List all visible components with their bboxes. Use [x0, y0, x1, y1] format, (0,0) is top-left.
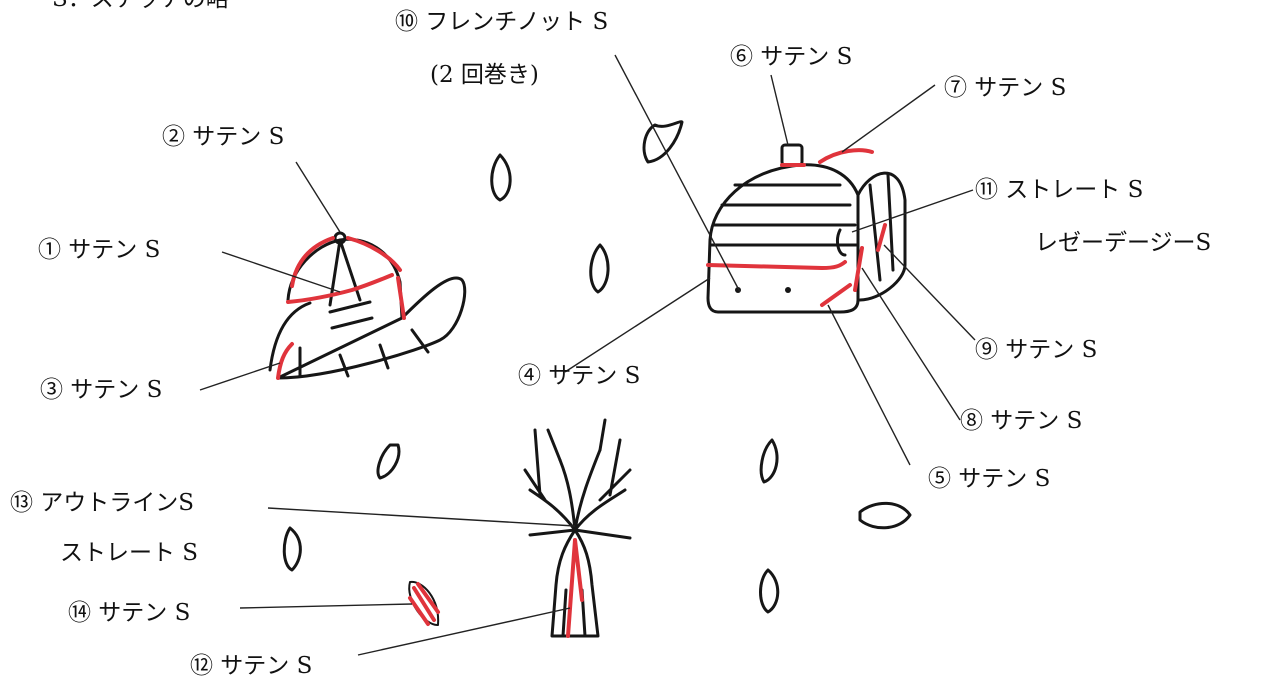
- tree-drawing: [523, 418, 632, 638]
- label-2: ② サテン S: [162, 124, 285, 150]
- school-bag-drawing: [706, 143, 907, 314]
- label-13-line1: ⑬ アウトラインS: [10, 490, 195, 516]
- header-partial-text: S：ステッチの略: [52, 0, 229, 12]
- label-6: ⑥ サテン S: [730, 44, 853, 70]
- leader-lines: [199, 54, 976, 656]
- label-14: ⑭ サテン S: [68, 600, 191, 626]
- label-11-line1: ⑪ ストレート S: [975, 177, 1144, 203]
- leaves: [282, 120, 912, 627]
- label-13-line2: ストレート S: [60, 540, 199, 566]
- label-5: ⑤ サテン S: [928, 466, 1051, 492]
- label-7: ⑦ サテン S: [944, 75, 1067, 101]
- label-3: ③ サテン S: [40, 377, 163, 403]
- label-4: ④ サテン S: [518, 363, 641, 389]
- label-9: ⑨ サテン S: [975, 337, 1098, 363]
- label-12: ⑫ サテン S: [190, 653, 313, 679]
- label-10-line2: (2 回巻き): [430, 62, 539, 88]
- label-11-line2: レゼーデージーS: [1035, 230, 1212, 256]
- label-1: ① サテン S: [38, 237, 161, 263]
- label-10-line1: ⑩ フレンチノット S: [395, 9, 609, 35]
- hat-drawing: [268, 231, 467, 380]
- label-8: ⑧ サテン S: [960, 408, 1083, 434]
